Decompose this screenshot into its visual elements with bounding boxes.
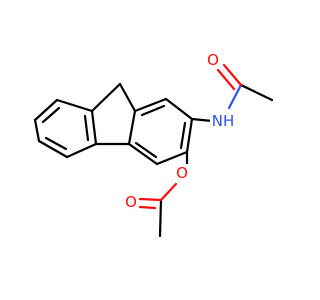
bond [164,97,194,121]
acetate-group [138,150,189,238]
bond-double [83,114,90,142]
bond-n [227,83,243,110]
bond [133,97,168,113]
bond-o [159,182,178,202]
atom-labels: NH O O O [124,51,234,211]
bond-carbonyl [138,197,163,202]
left-benzene-ring [33,98,98,159]
molecule-structure-diagram: NH O O O [33,51,274,238]
bond [33,118,41,143]
bond [65,142,98,159]
bond [127,142,159,166]
o-carbonyl-label: O [125,193,137,211]
bond-double [179,121,187,150]
bond-carbonyl-double [138,205,157,210]
atom-o-carbonyl: O [124,193,138,211]
bond [118,82,137,113]
right-benzene-ring [127,97,194,166]
label-background [210,112,234,130]
bond-carbonyl-double [216,68,236,91]
label-background [175,164,189,182]
bond [37,139,69,159]
bond [90,109,98,146]
bond-carbonyl [222,63,243,87]
nh-label: NH [212,112,235,130]
bond [190,117,214,123]
bond [33,98,59,122]
acetamide-group [190,63,274,123]
label-background [124,193,138,211]
label-background [206,51,220,69]
bond-double [140,104,166,117]
atom-o-ester: O [175,164,189,182]
bond [155,150,189,166]
bond-double [44,136,68,151]
atom-o-amide: O [206,51,220,69]
bond-double [134,141,158,159]
bond [185,117,194,154]
atom-nh: NH [210,112,234,130]
five-membered-ring [90,82,137,146]
bond [158,198,163,238]
bond [90,82,122,113]
bond-double [41,106,61,124]
o-ester-label: O [176,164,188,182]
bond [55,98,94,113]
o-amide-label: O [207,51,219,69]
bond [127,109,137,146]
bond [239,83,274,102]
